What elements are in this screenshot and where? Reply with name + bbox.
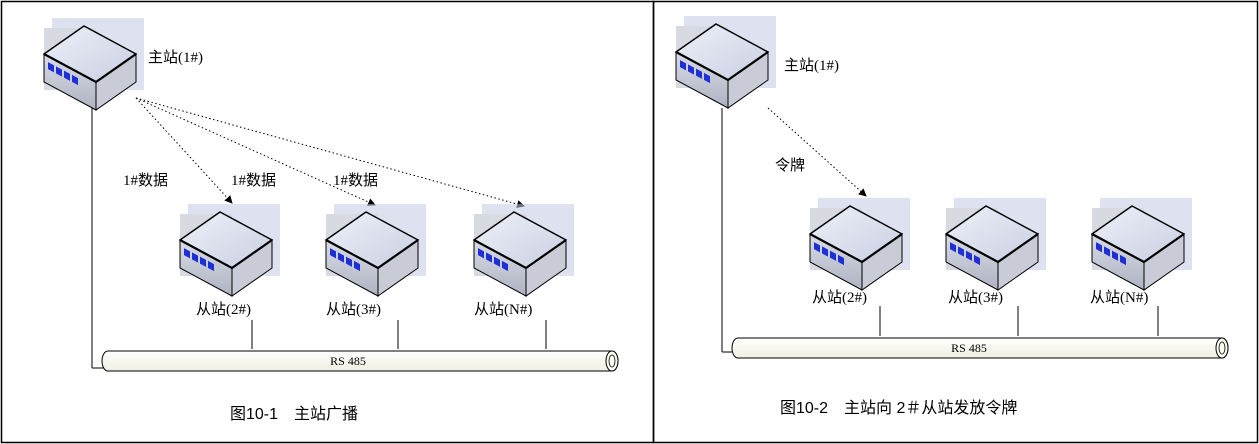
broadcast-arrows (135, 97, 525, 208)
master-device-icon (42, 16, 146, 112)
caption: 图10-1 主站广播 (230, 405, 358, 423)
data-label-3: 1#数据 (333, 172, 378, 189)
slave-label-3: 从站(3#) (948, 289, 1003, 306)
slave-label-2: 从站(2#) (196, 301, 251, 318)
slave-label-2: 从站(2#) (812, 289, 867, 306)
token-arrow (767, 107, 867, 197)
panel2-frame (652, 0, 1259, 444)
slave-device-icon (808, 196, 912, 292)
slave-device-icon (472, 202, 576, 298)
caption: 图10-2 主站向 2＃从站发放令牌 (780, 399, 1017, 417)
master-label: 主站(1#) (784, 57, 839, 74)
slave-label-n: 从站(N#) (1090, 289, 1148, 306)
panel2: 主站(1#) 令牌 从站(2#) 从站(3#) 从站(N#) RS 485 图1… (674, 14, 1229, 417)
rs485-bus (731, 337, 1229, 359)
data-label-2: 1#数据 (231, 172, 276, 189)
slave-device-icon (178, 202, 282, 298)
slave-device-icon (324, 202, 428, 298)
master-device-icon (674, 14, 778, 110)
slave-label-n: 从站(N#) (474, 301, 532, 318)
master-label: 主站(1#) (148, 49, 203, 66)
panel1: 主站(1#) 1#数据 1#数据 1#数据 从站(2#) 从站(3#) 从站(N… (42, 16, 619, 423)
rs485-bus (101, 350, 619, 372)
data-label-1: 1#数据 (123, 172, 168, 189)
slave-device-icon (944, 196, 1048, 292)
slave-device-icon (1090, 196, 1194, 292)
slave-label-3: 从站(3#) (326, 301, 381, 318)
token-label: 令牌 (775, 157, 805, 174)
bus-label: RS 485 (951, 341, 987, 355)
bus-label: RS 485 (330, 354, 366, 368)
